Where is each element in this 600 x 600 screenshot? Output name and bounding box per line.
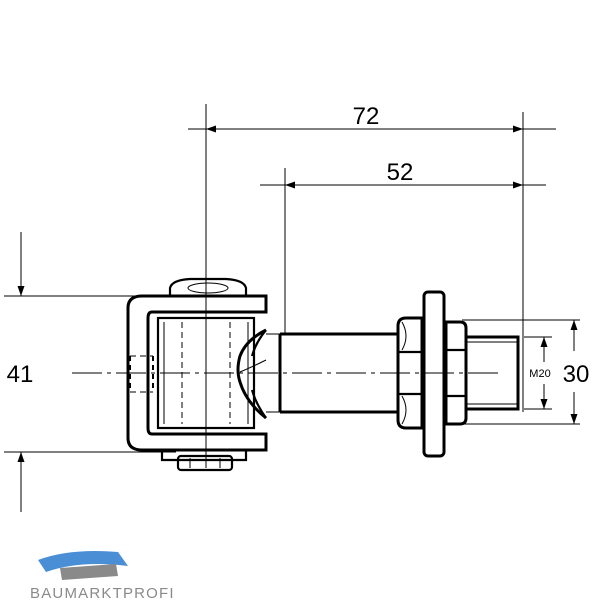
dimension-41: 41 bbox=[4, 232, 176, 512]
washer-plate bbox=[422, 290, 446, 458]
counter-nut bbox=[444, 320, 468, 426]
brand-logo-text: BAUMARKTPROFI bbox=[30, 585, 175, 600]
roof-icon bbox=[38, 551, 128, 572]
dimension-30: 30 bbox=[462, 319, 590, 425]
hex-nut bbox=[396, 316, 424, 430]
thread-end bbox=[464, 335, 520, 411]
dimension-52: 52 bbox=[260, 159, 546, 335]
bolt-shaft bbox=[266, 332, 398, 414]
dimension-72: 72 bbox=[188, 103, 556, 412]
dimension-label-41: 41 bbox=[7, 361, 34, 388]
dimension-m20: M20 bbox=[524, 336, 552, 410]
roof-tiles-icon bbox=[60, 564, 118, 580]
brand-logo: BAUMARKTPROFI bbox=[30, 551, 175, 600]
dimension-label-m20: M20 bbox=[529, 368, 550, 380]
dimension-label-72: 72 bbox=[353, 103, 380, 130]
ball-joint bbox=[236, 328, 267, 420]
dimension-label-30: 30 bbox=[563, 361, 590, 388]
hinge-bracket bbox=[126, 277, 268, 472]
dimension-label-52: 52 bbox=[387, 159, 414, 186]
